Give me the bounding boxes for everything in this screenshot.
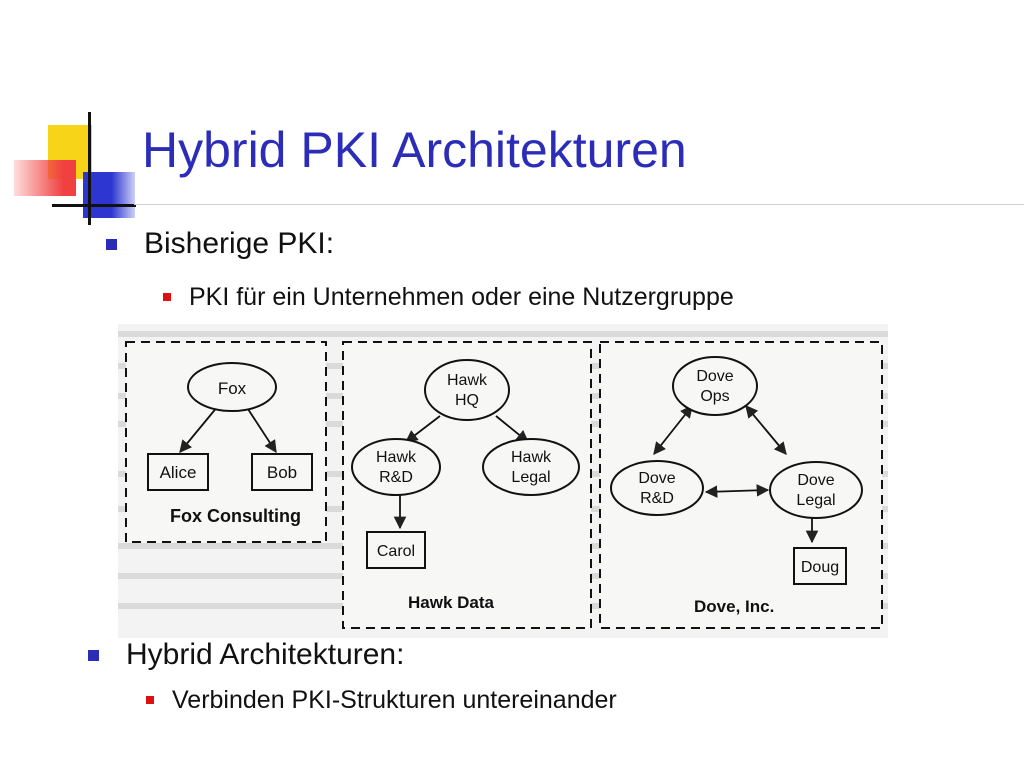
node-alice xyxy=(147,453,209,491)
node-hawk-legal xyxy=(482,438,580,496)
node-hawk-legal-label-1: Hawk xyxy=(511,449,552,466)
logo-vertical-line xyxy=(88,112,91,225)
node-alice-label: Alice xyxy=(160,463,197,482)
edge-fox-bob xyxy=(245,405,277,454)
sub-bullet-verbinden: Verbinden PKI-Strukturen untereinander xyxy=(146,686,617,714)
node-dove-rd-label-1: Dove xyxy=(638,470,675,487)
sub-bullet-text: PKI für ein Unternehmen oder eine Nutzer… xyxy=(189,283,734,311)
pki-diagram: Fox Alice Bob Fox Consulting Hawk HQ Haw… xyxy=(118,324,888,638)
bullet-square-icon xyxy=(88,650,99,661)
bullet-bisherige: Bisherige PKI: xyxy=(106,227,335,260)
node-bob xyxy=(251,453,313,491)
sub-bullet-square-icon xyxy=(163,293,171,301)
node-dove-legal xyxy=(769,461,863,519)
edge-doveops-legal xyxy=(745,405,787,455)
node-bob-label: Bob xyxy=(267,463,297,482)
node-hawk-legal-label-2: Legal xyxy=(511,469,550,486)
node-dove-ops xyxy=(672,356,758,416)
sub-bullet-square-icon xyxy=(146,696,154,704)
node-fox-label: Fox xyxy=(218,379,247,398)
logo-horizontal-line xyxy=(52,204,136,207)
node-dove-rd-label-2: R&D xyxy=(640,490,674,507)
bullet-square-icon xyxy=(106,239,117,250)
node-dove-ops-label-1: Dove xyxy=(696,368,733,385)
slide-title: Hybrid PKI Architekturen xyxy=(142,122,687,178)
group-label-fox-consulting: Fox Consulting xyxy=(170,506,301,526)
edge-doverd-legal xyxy=(704,484,770,498)
node-doug-label: Doug xyxy=(801,559,839,576)
sub-bullet-pki: PKI für ein Unternehmen oder eine Nutzer… xyxy=(163,283,734,311)
group-label-dove-inc: Dove, Inc. xyxy=(694,597,774,616)
logo-red-square xyxy=(14,160,76,196)
node-dove-legal-label-2: Legal xyxy=(796,492,835,509)
sub-bullet-text: Verbinden PKI-Strukturen untereinander xyxy=(172,686,617,714)
bullet-text: Bisherige PKI: xyxy=(144,227,335,260)
edge-doveops-rd xyxy=(653,405,693,455)
edge-fox-alice xyxy=(179,405,219,453)
edge-hawkhq-rd xyxy=(404,415,441,443)
group-label-hawk-data: Hawk Data xyxy=(408,593,495,612)
node-hawk-hq-label-2: HQ xyxy=(455,392,479,409)
edge-hawkhq-legal xyxy=(495,415,529,443)
bullet-hybrid: Hybrid Architekturen: xyxy=(88,638,405,671)
node-doug xyxy=(793,547,847,585)
node-fox xyxy=(187,362,277,412)
node-carol-label: Carol xyxy=(377,543,415,560)
node-hawk-rd-label-1: Hawk xyxy=(376,449,417,466)
node-dove-legal-label-1: Dove xyxy=(797,472,834,489)
node-hawk-hq xyxy=(424,359,510,421)
node-hawk-hq-label-1: Hawk xyxy=(447,372,488,389)
node-hawk-rd-label-2: R&D xyxy=(379,469,413,486)
node-dove-ops-label-2: Ops xyxy=(700,388,729,405)
node-dove-rd xyxy=(610,460,704,516)
title-divider xyxy=(134,204,1024,205)
node-carol xyxy=(366,531,426,569)
node-hawk-rd xyxy=(351,438,441,496)
bullet-text: Hybrid Architekturen: xyxy=(126,638,405,671)
logo-blue-square xyxy=(83,172,135,218)
